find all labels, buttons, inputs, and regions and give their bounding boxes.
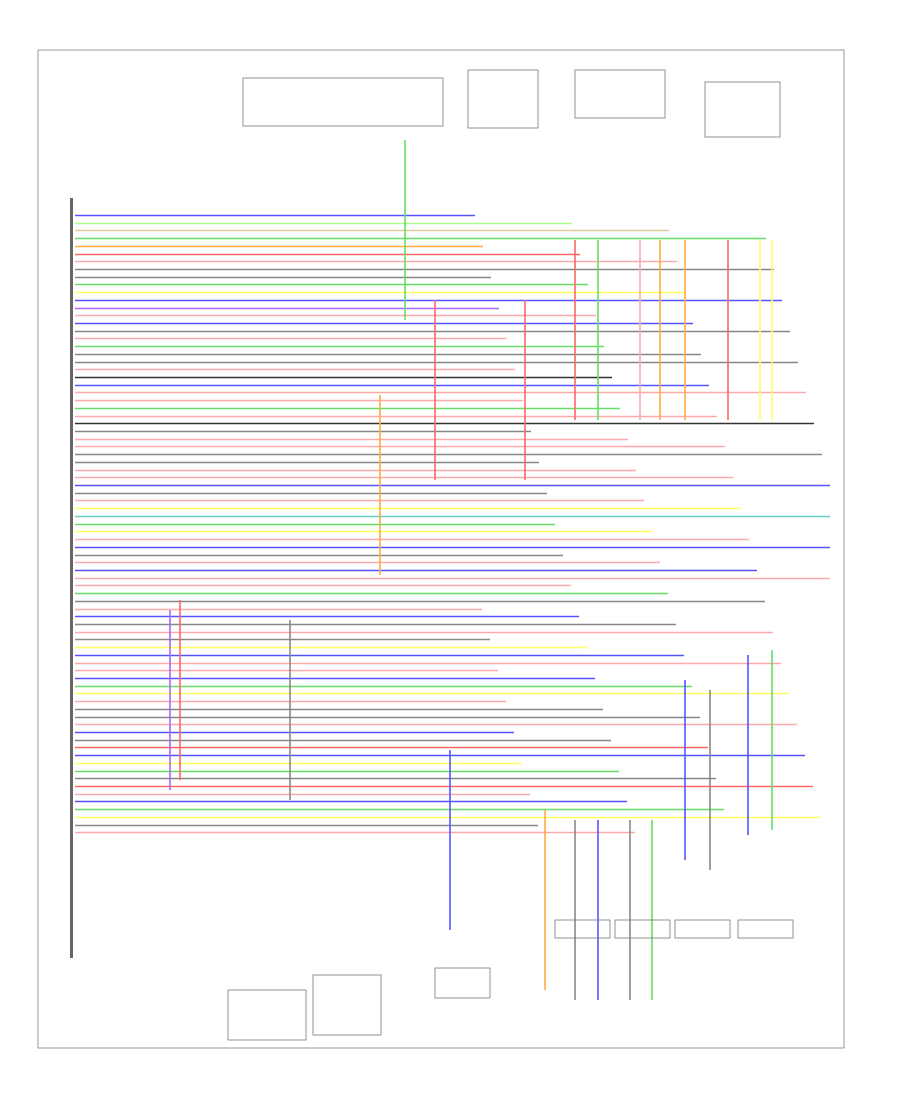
brake-pedal-switch-box	[312, 974, 382, 1036]
stop-lamp-switch-box	[227, 989, 307, 1041]
ignition-switch-box	[242, 77, 444, 127]
wire-layer	[75, 140, 830, 1000]
sensor-box-left-front	[554, 919, 611, 939]
sensor-box-left-rear	[674, 919, 731, 939]
sensor-box-right-rear	[737, 919, 794, 939]
rear-left-switch-box	[467, 69, 539, 129]
rear-relay-box	[704, 81, 781, 138]
rear-right-switch-box	[574, 69, 666, 119]
module-left-bracket	[70, 198, 73, 958]
diagram-frame	[37, 49, 845, 1049]
component-layer	[70, 69, 794, 1041]
sensor-box-right-front	[614, 919, 671, 939]
neutral-switch-box	[434, 967, 491, 999]
